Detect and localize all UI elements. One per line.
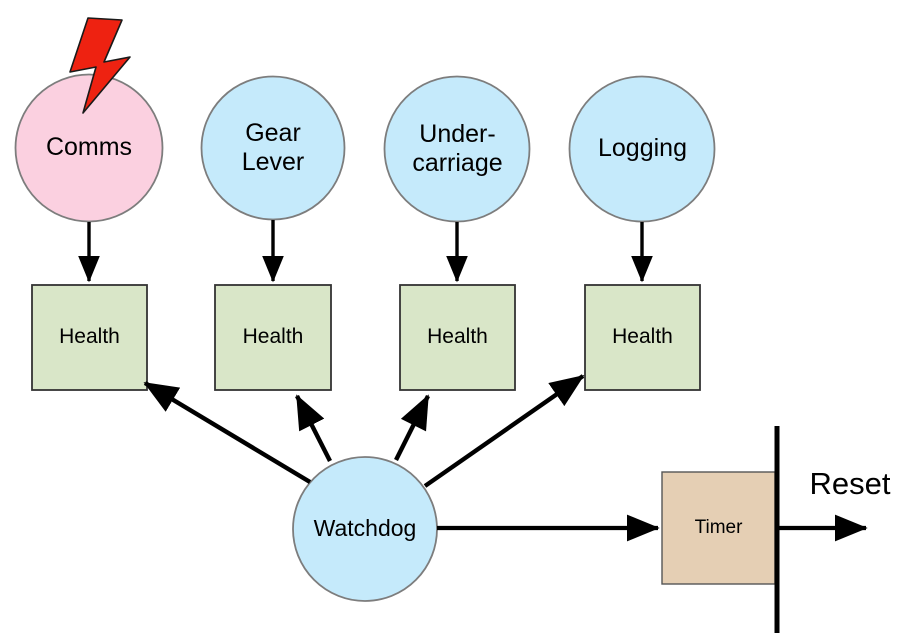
node-gear-lever-shape[interactable] bbox=[200, 75, 346, 221]
edge-watchdog-to-health-4 bbox=[423, 374, 585, 488]
node-health-3-shape[interactable] bbox=[399, 284, 516, 391]
edge-watchdog-to-health-3 bbox=[394, 394, 430, 461]
node-health-4-shape[interactable] bbox=[584, 284, 701, 391]
node-health-1-shape[interactable] bbox=[31, 284, 148, 391]
node-watchdog-shape[interactable] bbox=[292, 456, 438, 602]
node-comms-shape[interactable] bbox=[14, 73, 164, 223]
node-logging-shape[interactable] bbox=[568, 75, 716, 223]
node-health-2-shape[interactable] bbox=[214, 284, 332, 391]
edge-watchdog-to-health-2 bbox=[295, 394, 332, 462]
lightning-bolt-icon bbox=[69, 17, 131, 114]
node-timer-shape[interactable] bbox=[661, 471, 776, 585]
node-undercarriage-shape[interactable] bbox=[383, 75, 531, 223]
edge-watchdog-to-health-1 bbox=[143, 381, 312, 484]
